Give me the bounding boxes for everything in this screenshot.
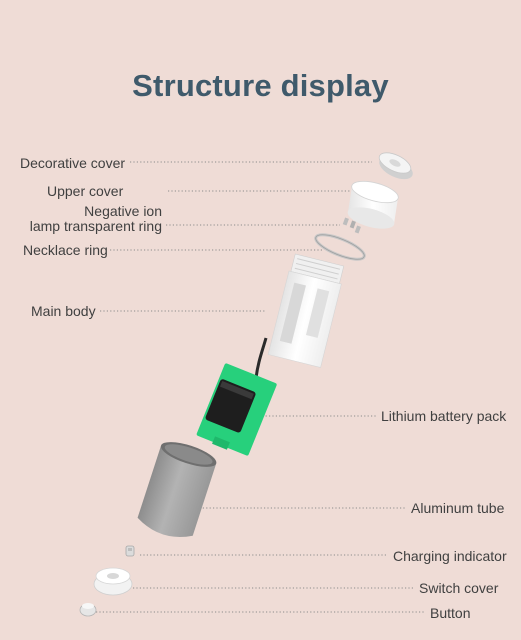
label-charging-indicator: Charging indicator bbox=[393, 548, 507, 564]
battery-cable bbox=[254, 337, 268, 379]
label-button: Button bbox=[430, 605, 471, 621]
label-negative-ion-line2: lamp transparent ring bbox=[29, 218, 162, 234]
necklace-ring-part bbox=[314, 233, 366, 261]
label-decorative-cover: Decorative cover bbox=[20, 155, 126, 171]
label-main-body: Main body bbox=[31, 303, 96, 319]
lithium-battery-pack-part bbox=[196, 363, 277, 456]
label-lithium-battery-pack: Lithium battery pack bbox=[381, 408, 507, 424]
aluminum-tube-part bbox=[137, 442, 217, 537]
charging-indicator-part bbox=[125, 545, 135, 557]
button-part bbox=[79, 603, 97, 617]
decorative-cover-part bbox=[378, 152, 413, 180]
main-body-part bbox=[267, 253, 345, 368]
label-negative-ion-line1: Negative ion bbox=[84, 203, 162, 219]
switch-cover-part bbox=[93, 567, 133, 596]
label-switch-cover: Switch cover bbox=[419, 580, 499, 596]
label-aluminum-tube: Aluminum tube bbox=[411, 500, 505, 516]
page-title: Structure display bbox=[132, 68, 389, 103]
negative-ion-ring-part bbox=[342, 217, 361, 234]
label-necklace-ring: Necklace ring bbox=[23, 242, 108, 258]
upper-cover-part bbox=[347, 180, 399, 229]
label-negative-ion: Negative ion lamp transparent ring bbox=[30, 204, 162, 234]
label-upper-cover: Upper cover bbox=[47, 183, 124, 199]
